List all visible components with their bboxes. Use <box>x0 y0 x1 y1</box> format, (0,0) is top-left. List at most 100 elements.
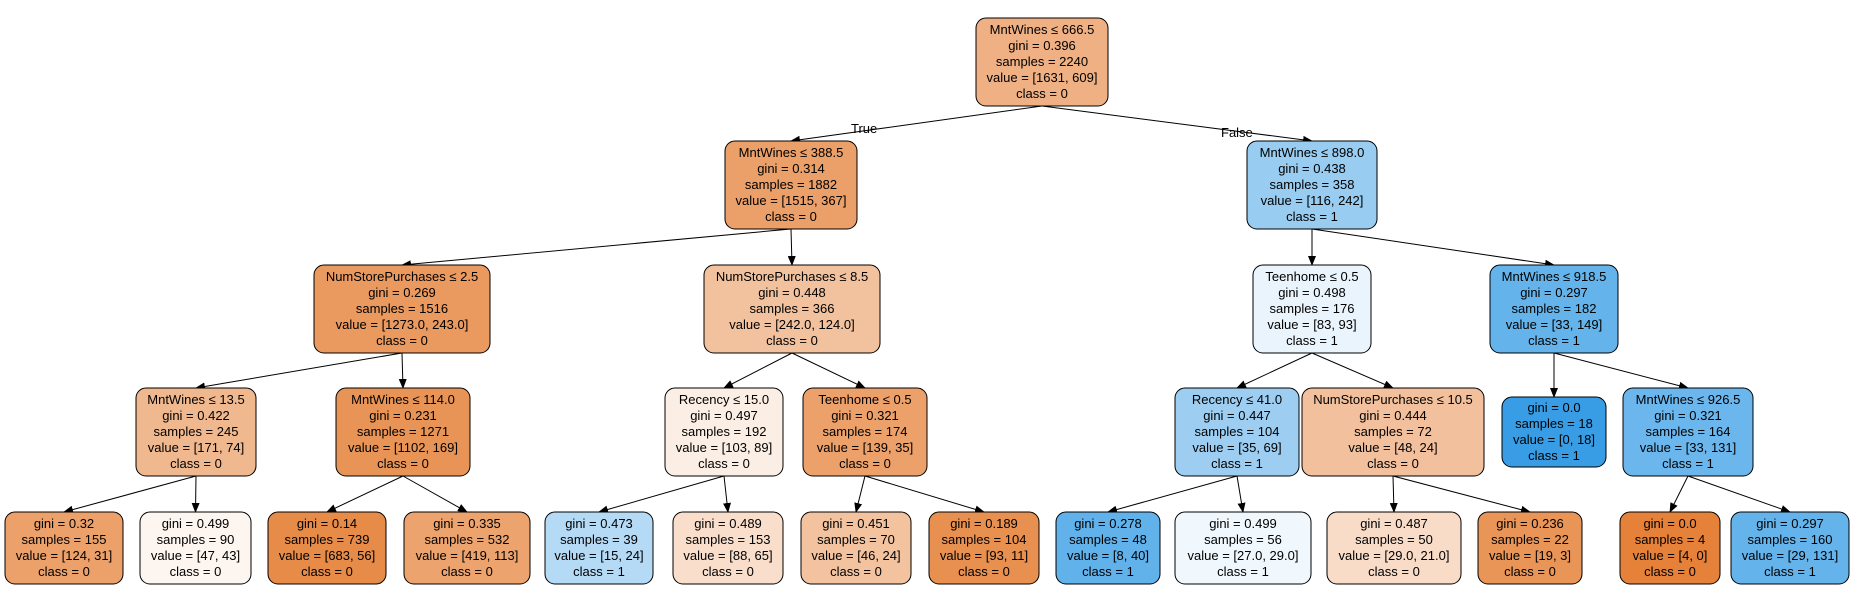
node-text-line: value = [19, 3] <box>1489 548 1571 563</box>
node-text-line: class = 1 <box>1764 564 1816 579</box>
node-box <box>1489 264 1619 354</box>
node-text-line: gini = 0.0 <box>1643 516 1696 531</box>
node-text-line: class = 0 <box>1504 564 1556 579</box>
node-box <box>1730 511 1850 585</box>
node-text-line: samples = 39 <box>560 532 638 547</box>
node-text-line: gini = 0.321 <box>1654 408 1722 423</box>
true-edge-label: True <box>851 121 877 136</box>
node-text-line: value = [683, 56] <box>279 548 376 563</box>
false-edge-label: False <box>1221 125 1253 140</box>
node-text-line: value = [27.0, 29.0] <box>1188 548 1299 563</box>
node-text-line: class = 1 <box>1211 456 1263 471</box>
node-text-line: gini = 0.444 <box>1359 408 1427 423</box>
node-text-line: value = [419, 113] <box>416 548 519 563</box>
node-text-line: class = 1 <box>1217 564 1269 579</box>
node-text-line: class = 0 <box>702 564 754 579</box>
node-text-line: class = 0 <box>301 564 353 579</box>
node-text-line: class = 1 <box>1082 564 1134 579</box>
node-text-line: value = [29, 131] <box>1742 548 1839 563</box>
node-text-line: samples = 90 <box>157 532 235 547</box>
node-text-line: samples = 164 <box>1646 424 1731 439</box>
node-text-line: gini = 0.0 <box>1527 400 1580 415</box>
node-text-line: class = 0 <box>376 333 428 348</box>
edge-n2-n6 <box>1311 228 1555 268</box>
node-text-line: gini = 0.297 <box>1520 285 1588 300</box>
node-text-line: value = [4, 0] <box>1633 548 1708 563</box>
edge-n12-n26 <box>1392 475 1531 514</box>
node-text-line: samples = 72 <box>1354 424 1432 439</box>
node-text-line: gini = 0.278 <box>1074 516 1142 531</box>
node-box <box>703 264 881 354</box>
edge-n10-n22 <box>864 475 985 514</box>
node-text-line: gini = 0.314 <box>757 161 825 176</box>
node-text-line: value = [139, 35] <box>817 440 914 455</box>
edge-n0-n2 <box>1041 105 1313 144</box>
node-text-line: value = [35, 69] <box>1192 440 1281 455</box>
node-text-line: samples = 2240 <box>996 54 1088 69</box>
node-text-line: value = [93, 11] <box>940 548 1028 563</box>
node-text-line: value = [8, 40] <box>1067 548 1149 563</box>
node-box <box>313 264 491 354</box>
node-text-line: value = [47, 43] <box>151 548 240 563</box>
node-text-line: value = [33, 131] <box>1640 440 1737 455</box>
edge-n7-n15 <box>63 475 197 514</box>
node-box <box>1055 511 1161 585</box>
node-text-line: samples = 48 <box>1069 532 1147 547</box>
node-text-line: samples = 104 <box>1195 424 1280 439</box>
node-text-line: samples = 739 <box>285 532 370 547</box>
edge-n4-n9 <box>723 352 793 389</box>
node-box <box>1252 264 1372 354</box>
edge-n0-n1 <box>790 105 1043 144</box>
node-text-line: samples = 192 <box>682 424 767 439</box>
node-text-line: value = [1273.0, 243.0] <box>336 317 469 332</box>
node-text-line: MntWines ≤ 13.5 <box>147 392 244 407</box>
node-box <box>1174 387 1300 477</box>
edge-n5-n12 <box>1311 352 1394 389</box>
node-text-line: gini = 0.489 <box>694 516 762 531</box>
edge-n8-n17 <box>326 475 404 513</box>
node-text-line: class = 1 <box>1286 209 1338 224</box>
node-text-line: value = [1631, 609] <box>987 70 1098 85</box>
node-text-line: samples = 366 <box>750 301 835 316</box>
node-text-line: gini = 0.451 <box>822 516 890 531</box>
node-text-line: samples = 160 <box>1748 532 1833 547</box>
node-text-line: MntWines ≤ 666.5 <box>990 22 1095 37</box>
node-text-line: gini = 0.297 <box>1756 516 1824 531</box>
node-text-line: class = 0 <box>698 456 750 471</box>
node-box <box>335 387 471 477</box>
node-text-line: value = [15, 24] <box>554 548 643 563</box>
node-text-line: gini = 0.32 <box>34 516 94 531</box>
node-box <box>544 511 654 585</box>
node-text-line: MntWines ≤ 926.5 <box>1636 392 1741 407</box>
node-text-line: class = 0 <box>958 564 1010 579</box>
node-text-line: samples = 70 <box>817 532 895 547</box>
node-text-line: gini = 0.497 <box>690 408 758 423</box>
node-text-line: samples = 174 <box>823 424 908 439</box>
node-text-line: MntWines ≤ 918.5 <box>1502 269 1607 284</box>
node-box <box>802 387 928 477</box>
node-text-line: gini = 0.236 <box>1496 516 1564 531</box>
node-text-line: Teenhome ≤ 0.5 <box>1265 269 1358 284</box>
node-box <box>139 511 252 585</box>
node-box <box>975 17 1109 107</box>
node-text-line: samples = 532 <box>425 532 510 547</box>
node-box <box>1326 511 1462 585</box>
node-box <box>403 511 531 585</box>
node-text-line: value = [242.0, 124.0] <box>729 317 854 332</box>
node-text-line: gini = 0.231 <box>369 408 437 423</box>
node-text-line: value = [29.0, 21.0] <box>1339 548 1450 563</box>
